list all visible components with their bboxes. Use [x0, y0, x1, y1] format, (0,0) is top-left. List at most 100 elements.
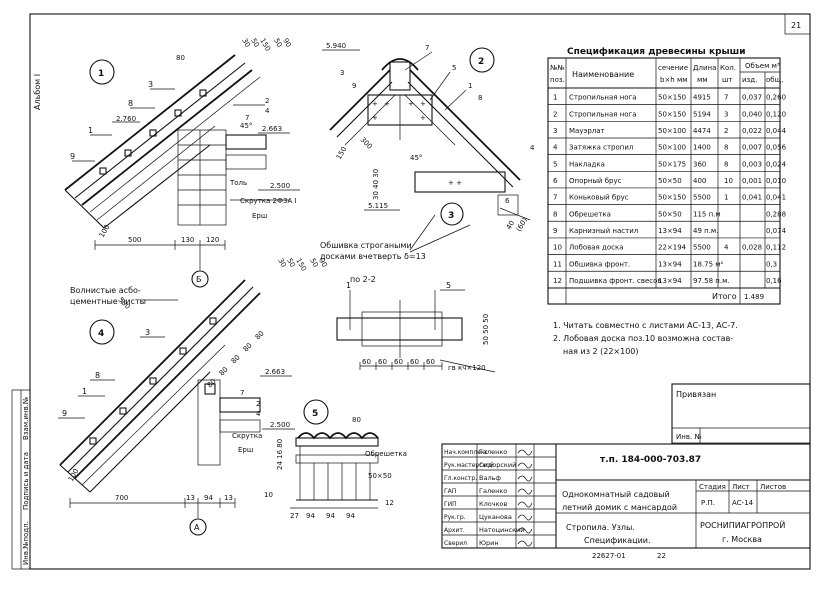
spec-cell-sec: 13×94 [658, 260, 682, 268]
svg-text:500: 500 [128, 236, 141, 244]
spec-cell-v2: 0,044 [766, 127, 787, 135]
spec-cell-pos: 11 [553, 260, 562, 268]
spec-cell-v1: 0,022 [742, 127, 762, 135]
svg-text:+: + [372, 100, 378, 108]
svg-text:100: 100 [98, 223, 112, 239]
spec-cell-v2: 0,120 [766, 110, 786, 118]
svg-text:мм: мм [697, 76, 708, 84]
svg-text:изд.: изд. [742, 76, 757, 84]
svg-text:2: 2 [265, 97, 269, 105]
svg-text:27: 27 [290, 512, 299, 520]
spec-cell-name: Стропильная нога [569, 110, 637, 118]
svg-text:+: + [408, 100, 414, 108]
stamp-role: Сверил [444, 540, 467, 547]
spec-cell-pos: 10 [553, 244, 562, 252]
svg-text:50: 50 [249, 37, 260, 49]
svg-text:шт: шт [722, 76, 732, 84]
signature-mark [517, 501, 533, 508]
spec-cell-sec: 50×175 [658, 160, 686, 168]
svg-text:10: 10 [264, 491, 273, 499]
svg-text:94: 94 [306, 512, 315, 520]
spec-cell-len: 360 [693, 160, 706, 168]
spec-cell-qty: 8 [724, 160, 728, 168]
spec-cell-len: 400 [693, 177, 706, 185]
spec-cell-v1: 0,003 [742, 160, 762, 168]
svg-text:гв кч×120: гв кч×120 [448, 364, 486, 372]
spec-cell-name: Лобовая доска [569, 244, 624, 252]
asbest-label-2: цементные листы [70, 297, 146, 306]
spec-cell-len: 115 п.м [693, 210, 721, 218]
spec-cell-v2: 0,010 [766, 177, 786, 185]
spec-cell-v1: 0,040 [742, 110, 762, 118]
spec-cell-pos: 4 [553, 144, 558, 152]
svg-text:1: 1 [98, 69, 104, 79]
spec-cell-name: Карнизный настил [569, 227, 638, 235]
spec-cell-sec: 50×150 [658, 94, 686, 102]
svg-text:7: 7 [245, 114, 249, 122]
stamp-person: Цуканова [479, 513, 512, 521]
svg-text:60: 60 [426, 358, 435, 366]
svg-text:94: 94 [346, 512, 355, 520]
svg-text:2.500: 2.500 [270, 182, 290, 190]
stamp-person: Юрин [479, 539, 499, 547]
svg-text:Скрутка 2Ф3А I: Скрутка 2Ф3А I [240, 197, 297, 205]
node-4-detail: 4 Волнистые асбо- цементные листы 3 8 1 … [58, 257, 329, 536]
spec-cell-qty: 2 [724, 127, 728, 135]
node-2-marker [469, 47, 495, 73]
obreshetka-label-1: Обрешетка [365, 450, 407, 458]
note-3: ная из 2 (22×100) [563, 347, 639, 356]
svg-text:3: 3 [145, 328, 150, 337]
svg-text:+: + [384, 100, 390, 108]
spec-cell-v2: 0,024 [766, 160, 787, 168]
node-1-marker [89, 59, 115, 85]
svg-text:45°: 45° [410, 154, 422, 162]
spec-cell-v2: 0,056 [766, 144, 787, 152]
spec-cell-name: Обшивка фронт. [569, 260, 630, 268]
svg-text:80: 80 [176, 54, 185, 62]
signature-mark [517, 475, 533, 482]
spec-cell-len: 5500 [693, 194, 711, 202]
svg-text:150: 150 [335, 145, 349, 161]
stamp-person: Клочков [479, 500, 507, 508]
spec-cell-sec: 13×94 [658, 227, 682, 235]
spec-cell-v1: 0,037 [742, 94, 762, 102]
spec-cell-qty: 1 [724, 194, 728, 202]
spec-cell-qty: 4 [724, 244, 729, 252]
svg-text:4: 4 [256, 410, 261, 418]
spec-cell-v1: 0,007 [742, 144, 762, 152]
svg-text:120: 120 [206, 236, 219, 244]
spec-cell-qty: 8 [724, 144, 728, 152]
section-2-2-detail: 1 5 60 60 60 60 60 гв кч×120 50 50 50 [336, 281, 496, 373]
svg-text:Лист: Лист [732, 483, 750, 491]
strip-label-zam: Взам.инв.№ [22, 397, 30, 440]
stage-value: Р.П. [701, 499, 715, 507]
spec-cell-qty: 10 [724, 177, 733, 185]
spec-cell-v2: 0,041 [766, 194, 786, 202]
svg-text:12: 12 [385, 499, 394, 507]
spec-cell-v2: 0,074 [766, 227, 787, 235]
svg-text:2: 2 [256, 400, 260, 408]
sheet-frame [29, 13, 811, 570]
svg-text:3: 3 [340, 69, 344, 77]
stamp-person: Натоцинский [479, 526, 524, 534]
stamp-role: ГИП [444, 501, 457, 508]
svg-text:5.115: 5.115 [368, 202, 388, 210]
svg-text:Листов: Листов [760, 483, 786, 491]
node-3-marker [440, 202, 464, 226]
spec-cell-name: Коньковый брус [569, 194, 629, 202]
drawing-title-2: Спецификации. [584, 536, 651, 545]
svg-text:30: 30 [240, 37, 251, 49]
svg-text:50: 50 [285, 257, 296, 269]
svg-text:50: 50 [272, 37, 283, 49]
svg-text:2.760: 2.760 [116, 115, 136, 123]
svg-text:30 40 30: 30 40 30 [372, 169, 380, 200]
svg-text:Скрутка: Скрутка [232, 432, 262, 440]
axis-b-marker [191, 270, 209, 288]
object-line-1: Однокомнатный садовый [562, 490, 670, 499]
svg-text:1: 1 [82, 387, 87, 396]
svg-text:80: 80 [242, 341, 254, 353]
org-city: г. Москва [722, 535, 762, 544]
svg-text:50: 50 [308, 257, 319, 269]
note-2: 2. Лобовая доска поз.10 возможна состав- [553, 334, 733, 343]
